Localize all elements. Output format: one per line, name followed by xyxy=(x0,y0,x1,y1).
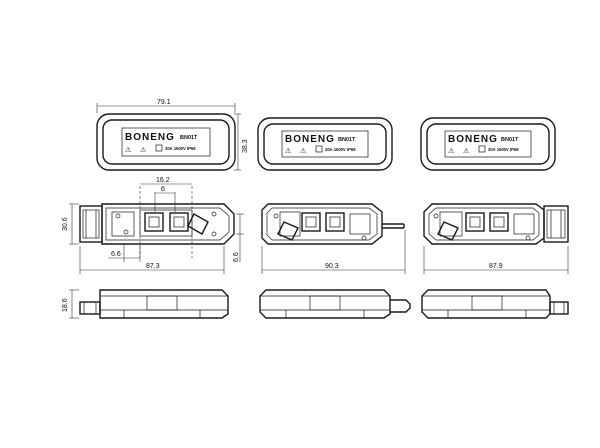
warning-icon: ⚠ xyxy=(448,147,455,155)
warning-icon: ⚠ xyxy=(125,146,132,154)
rating-text: 30A 1500V IP68 xyxy=(488,147,519,152)
dim-width-a: 87.3 xyxy=(146,263,160,270)
dim-width-c: 87.9 xyxy=(489,263,503,270)
rating-text: 30A 1500V IP68 xyxy=(325,147,356,152)
dim-width-b: 90.3 xyxy=(325,263,339,270)
dim-gap-outer: 16.2 xyxy=(156,177,170,184)
model-text: BN01T xyxy=(501,137,519,143)
brand-text: BONENG xyxy=(448,134,498,145)
brand-text: BONENG xyxy=(285,134,335,145)
front-view-3: BONENG BN01T ⚠ ⚠ 30A 1500V IP68 xyxy=(420,117,556,171)
dim-top-height: 38.3 xyxy=(242,139,249,153)
warning-icon: ⚠ xyxy=(140,146,147,154)
warning-icon: ⚠ xyxy=(463,147,470,155)
front-view-2: BONENG BN01T ⚠ ⚠ 30A 1500V IP68 xyxy=(257,117,393,171)
warning-icon: ⚠ xyxy=(300,147,307,155)
dim-top-width: 79.1 xyxy=(157,99,171,106)
side-view-1 xyxy=(79,289,229,319)
dim-side-height: 18.6 xyxy=(62,298,69,312)
side-view-2 xyxy=(259,289,411,319)
model-text: BN01T xyxy=(180,135,198,141)
internal-view-1 xyxy=(79,203,235,245)
internal-view-2 xyxy=(261,203,405,245)
rating-text: 30A 1500V IP68 xyxy=(165,146,196,151)
front-view-1: BONENG BN01T ⚠ ⚠ 30A 1500V IP68 xyxy=(96,113,236,171)
dim-small-left: 6.6 xyxy=(111,251,121,258)
side-view-3 xyxy=(421,289,569,319)
warning-icon: ⚠ xyxy=(285,147,292,155)
brand-text: BONENG xyxy=(125,132,175,143)
dim-mid-height: 30.6 xyxy=(62,217,69,231)
dim-gap-inner: 6 xyxy=(161,186,165,193)
internal-view-3 xyxy=(423,203,569,245)
dim-small-right: 6.6 xyxy=(233,252,240,262)
model-text: BN01T xyxy=(338,137,356,143)
